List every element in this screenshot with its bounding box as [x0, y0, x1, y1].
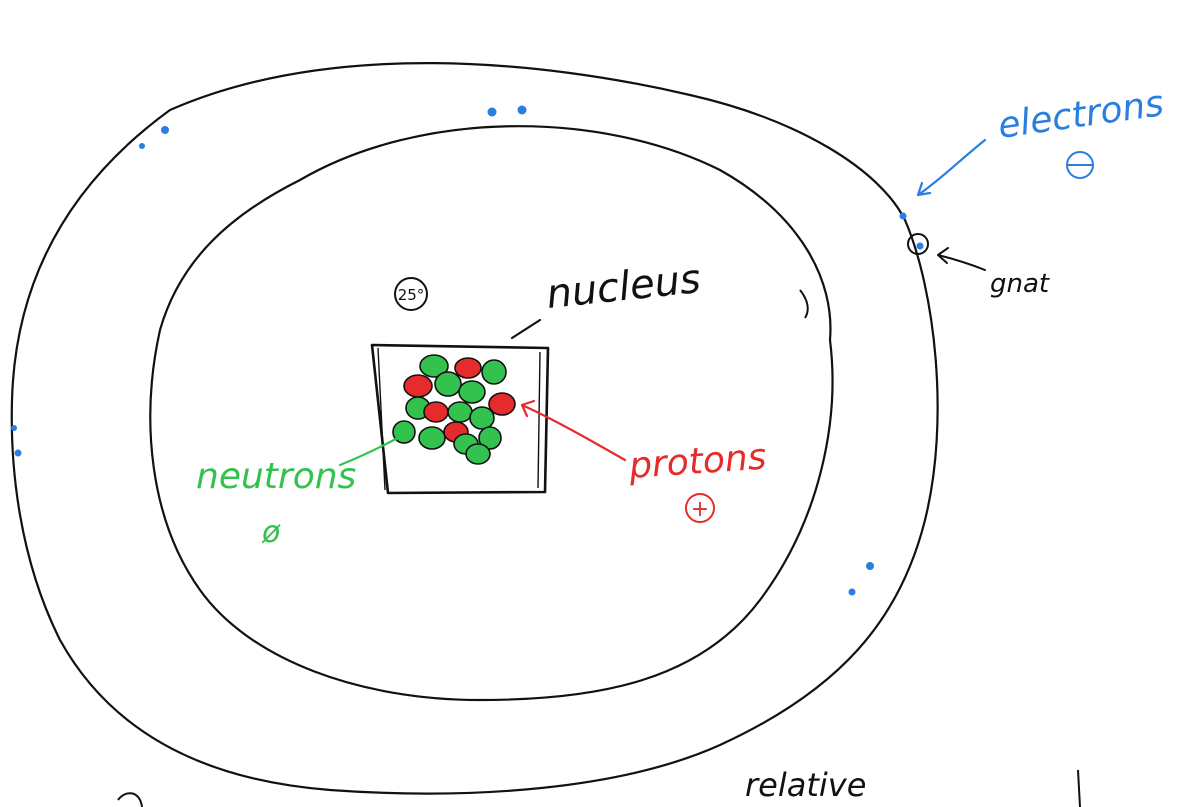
- bottom-mark-left: [117, 792, 143, 807]
- electron-dot: [139, 143, 145, 149]
- neutron: [469, 406, 495, 430]
- neutrons-label: neutrons: [196, 456, 356, 497]
- nucleons-group: [392, 354, 516, 465]
- electrons-sign-circle: [1066, 151, 1094, 179]
- proton: [403, 374, 433, 398]
- stadium-tag-circle: [394, 277, 428, 311]
- inner-orbit: [149, 125, 834, 702]
- neutron: [481, 359, 507, 385]
- neutron: [458, 380, 486, 404]
- electron-dot: [899, 212, 907, 220]
- electrons-arrow-icon: [916, 138, 987, 197]
- outer-orbit: [10, 62, 939, 795]
- protons-sign-circle: [685, 493, 715, 523]
- neutron: [465, 443, 491, 465]
- proton: [454, 357, 482, 379]
- inner-orbit-tick: [799, 289, 809, 319]
- electron-dot: [11, 425, 17, 431]
- electron-dot: [916, 242, 924, 250]
- electron-dot: [487, 107, 497, 117]
- gnat-marker-icon: [907, 233, 929, 255]
- electron-dot: [848, 588, 856, 596]
- protons-label: protons: [627, 436, 768, 487]
- neutron: [434, 371, 462, 397]
- proton: [423, 401, 449, 423]
- gnat-label: gnat: [990, 269, 1050, 299]
- neutron: [419, 354, 449, 378]
- protons-arrow-icon: [520, 399, 627, 462]
- neutron: [418, 426, 446, 450]
- nucleus-box-inner-stroke: [377, 347, 541, 491]
- nucleus-label: nucleus: [544, 256, 703, 318]
- relative-label: relative: [745, 766, 866, 804]
- electron-dot: [866, 562, 874, 570]
- neutrons-sign-label: ø: [261, 515, 281, 550]
- neutron: [447, 401, 473, 423]
- neutron: [478, 426, 502, 450]
- nucleus-pointer-icon: [510, 318, 542, 340]
- stadium-tag-label: 25°: [398, 286, 425, 304]
- electron-dot: [161, 126, 169, 134]
- protons-sign-label: +: [691, 497, 709, 522]
- bottom-mark-right: [1077, 769, 1081, 807]
- proton: [488, 392, 516, 416]
- gnat-arrow-icon: [937, 247, 986, 271]
- electrons-label: electrons: [996, 83, 1167, 147]
- electron-dot: [517, 105, 527, 115]
- electron-dot: [14, 449, 22, 457]
- electrons-group: [11, 105, 924, 596]
- neutrons-arrow-icon: [338, 432, 407, 467]
